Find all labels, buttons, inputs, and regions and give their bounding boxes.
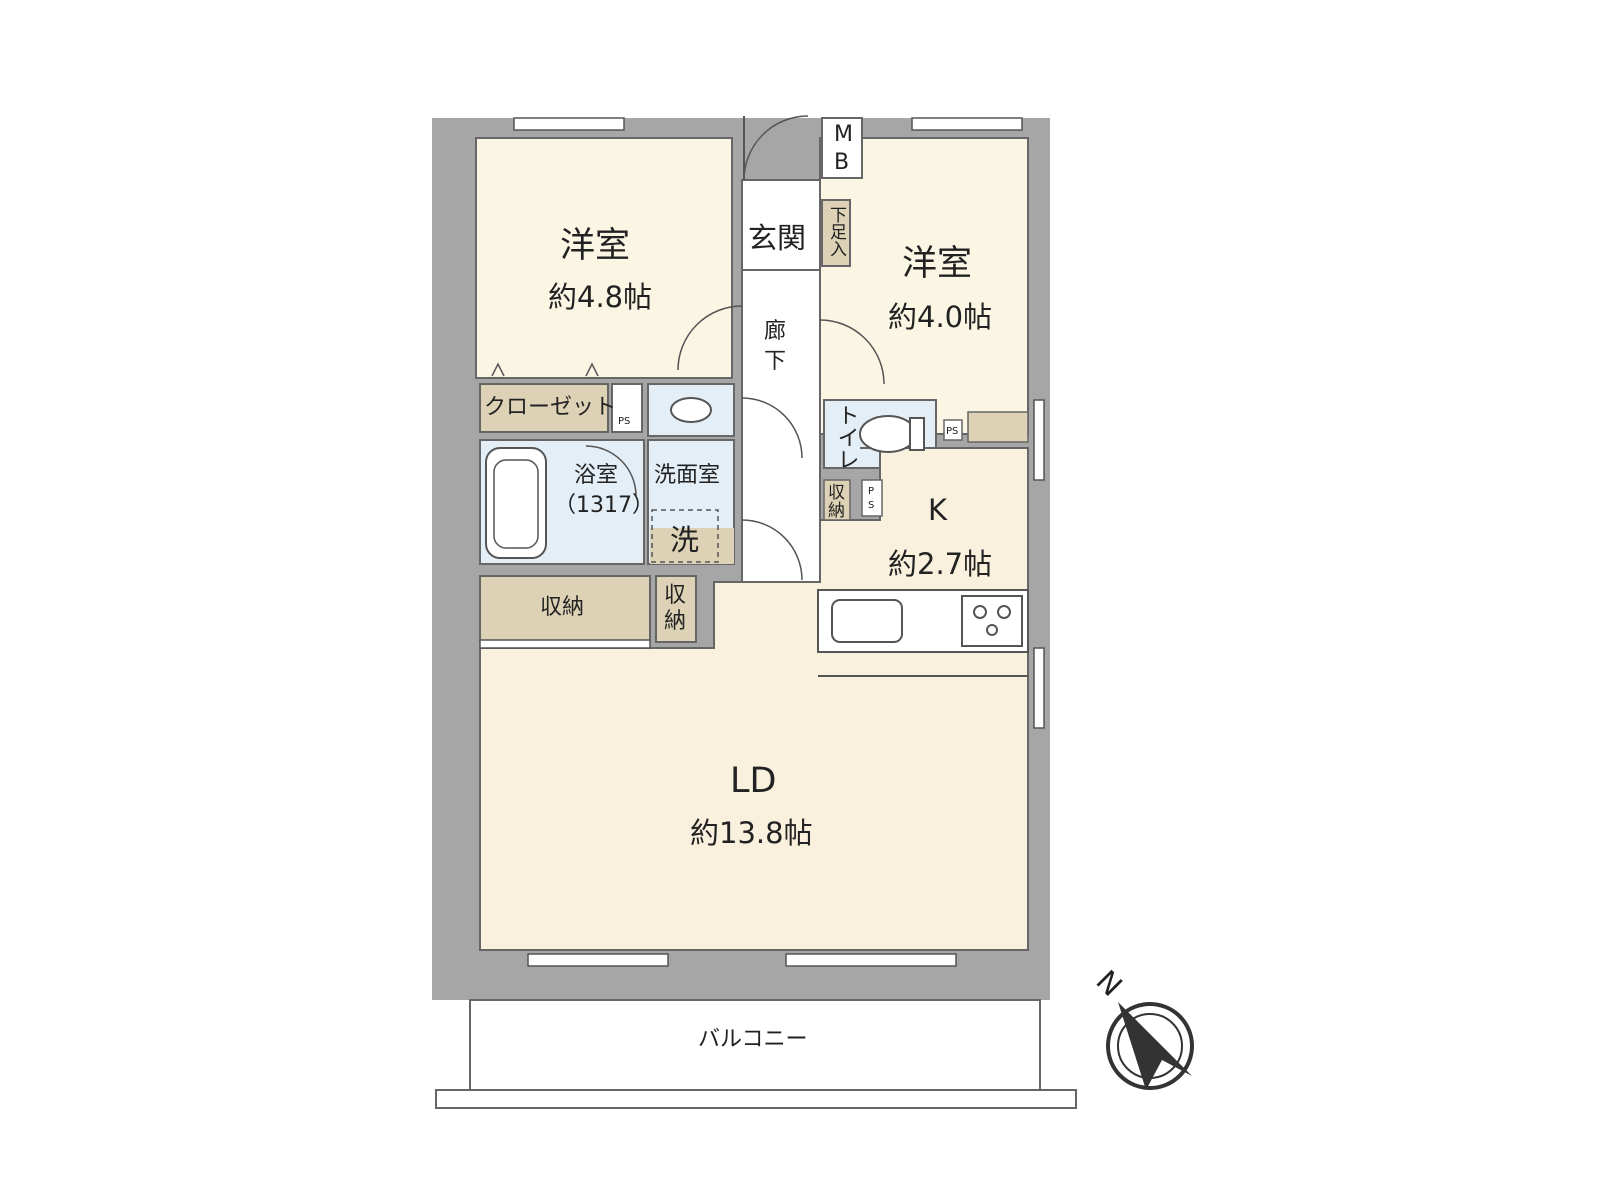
label-shoe-box: 下足入 [826,206,847,257]
room-west-bedroom [475,137,733,379]
room-mb [821,117,863,179]
label-living-area: 約13.8帖 [690,816,813,850]
label-hallway-bottom: 下 [764,349,786,374]
compass [1106,1002,1194,1090]
label-bath-size: （1317） [554,493,654,518]
room-storage-kitchen [823,479,851,521]
label-toilet: トイレ [834,404,859,470]
label-mb-top: M [834,122,853,147]
wash-basin-icon [670,397,712,423]
bathtub-icon [485,447,547,559]
kitchen-sink-icon [831,599,903,643]
north-arrow-icon [1118,1002,1192,1090]
door-ld-arc [741,519,803,581]
room-entrance [741,179,821,271]
label-west-bedroom: 洋室 [560,226,630,266]
washer-outline [651,509,719,563]
room-storage-strip [967,411,1029,443]
label-storage-small-top: 収 [664,583,686,608]
label-hallway-top: 廊 [764,319,786,344]
label-east-bedroom-area: 約4.0帖 [888,300,992,334]
room-shoe-box [821,199,851,267]
label-washer: 洗 [670,523,699,557]
room-storage-small [655,575,697,643]
windows [479,117,1045,967]
door-washroom-arc [741,397,803,459]
door-east-bedroom-arc [819,319,885,385]
stove-burner-1 [973,605,987,619]
label-compass-north: N [1089,963,1128,1002]
label-ps-3-bottom: S [868,500,874,511]
door-west-bedroom-arc [677,305,743,371]
closet-door-marks [491,362,599,377]
label-kitchen-area: 約2.7帖 [888,547,992,581]
room-ps-1 [611,383,643,433]
label-ps-2: PS [946,426,958,437]
label-washroom: 洗面室 [654,463,720,488]
room-east-bedroom [819,137,1029,435]
kitchen-stove-icon [961,595,1023,647]
room-storage-big [479,575,651,643]
room-closet [479,383,609,433]
label-storage-kitchen-top: 収 [828,483,845,503]
washer-area [650,528,734,564]
label-ps-3-top: P [868,486,874,497]
label-closet: クローゼット [484,395,616,420]
label-living: LD [730,761,776,801]
label-west-bedroom-area: 約4.8帖 [548,280,652,314]
label-bath: 浴室 [574,463,618,488]
label-storage-big: 収納 [540,595,584,620]
stove-burner-2 [997,605,1011,619]
room-ps-3 [861,479,883,517]
label-ps-1: PS [618,416,630,427]
stove-burner-3 [986,624,998,636]
label-storage-small-bottom: 納 [664,609,686,634]
balcony-rail [435,1089,1077,1109]
door-bath-arc [585,445,637,497]
door-entrance-arc [743,115,809,181]
label-storage-kitchen-bottom: 納 [828,501,845,521]
bathtub-inner [493,459,539,549]
label-east-bedroom: 洋室 [902,244,972,284]
label-entrance: 玄関 [748,221,806,255]
toilet-tank-icon [909,417,925,451]
label-kitchen: K [928,493,948,527]
room-ps-2 [943,419,963,441]
toilet-bowl-icon [859,415,917,453]
label-mb-bottom: B [834,150,849,175]
label-balcony: バルコニー [698,1027,808,1052]
